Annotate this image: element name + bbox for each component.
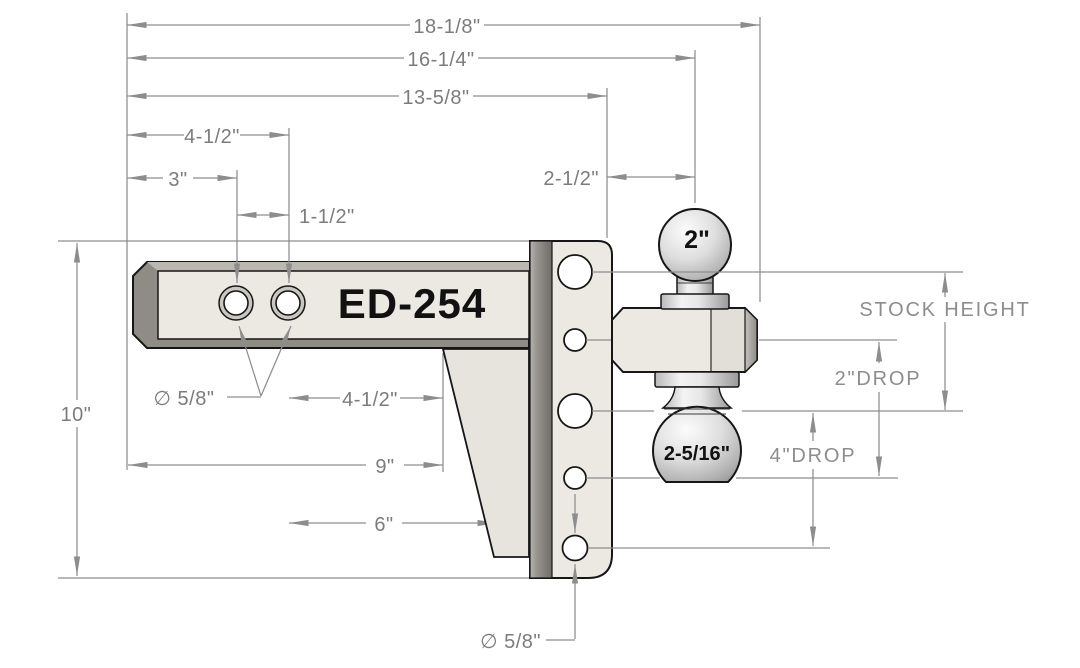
ball-flange	[654, 371, 740, 388]
channel-hole-2	[563, 328, 587, 352]
channel-hole-5	[561, 534, 589, 562]
shank-hole-2-bore	[275, 290, 301, 316]
channel-hole-diameter-leader	[546, 494, 579, 641]
dim-label-gusset-length: 6"	[374, 514, 393, 536]
hex-mid-facet	[711, 309, 745, 371]
dim-label-ball-overhang: 2-1/2"	[543, 168, 599, 190]
ball-2in-label: 2"	[684, 226, 710, 254]
hitch-ball-2-5-16in: 2-5/16"	[652, 371, 742, 483]
dim-label-channel-hole-diameter: ∅ 5/8"	[480, 631, 541, 653]
drop-4in-label: 4"DROP	[770, 445, 857, 467]
ball-sphere	[658, 208, 732, 282]
dim-label-shank-hole-far: 4-1/2"	[184, 126, 240, 148]
hex-end-cap	[744, 306, 758, 374]
channel-side-band	[529, 240, 553, 579]
ball-mount	[611, 306, 758, 374]
shank-hole-diameter-leader	[227, 325, 292, 398]
ball-neck	[660, 386, 734, 409]
dim-label-shank-hole-near: 3"	[168, 169, 187, 191]
dim-label-length-to-channel: 13-5/8"	[402, 87, 469, 109]
dim-label-gusset-to-hole: 4-1/2"	[342, 389, 398, 411]
shank-top-bevel	[147, 262, 529, 271]
overlay-dimension-lines	[227, 128, 963, 641]
shank-bar: ED-254	[132, 261, 530, 349]
ball-flange	[660, 293, 730, 310]
dim-label-overall-length: 18-1/8"	[413, 16, 480, 38]
channel-hole-1	[557, 254, 593, 290]
shank-hole-1-bore	[223, 290, 249, 316]
ball-2-5-16in-label: 2-5/16"	[664, 443, 730, 465]
dim-label-shank-hole-spacing: 1-1/2"	[299, 206, 355, 228]
channel-hole-4	[563, 466, 587, 490]
dim-label-length-to-ball-center: 16-1/4"	[407, 49, 474, 71]
hitch-ball-2in: 2"	[658, 208, 732, 310]
stock-height-label: STOCK HEIGHT	[859, 299, 1030, 321]
dim-label-channel-height: 10"	[61, 404, 92, 426]
part-number-label: ED-254	[338, 280, 486, 327]
drop-2in-label: 2"DROP	[835, 368, 922, 390]
dim-label-shank-hole-diameter: ∅ 5/8"	[154, 388, 215, 410]
dimension-labels: 18-1/8" 16-1/4" 13-5/8" 4-1/2" 3" 1-1/2"…	[61, 16, 1030, 653]
ball-sphere	[652, 405, 742, 483]
dim-label-shank-usable-length: 9"	[375, 456, 394, 478]
adjustment-channel	[529, 240, 613, 579]
gusset-plate	[441, 348, 530, 558]
channel-hole-3	[557, 393, 593, 429]
